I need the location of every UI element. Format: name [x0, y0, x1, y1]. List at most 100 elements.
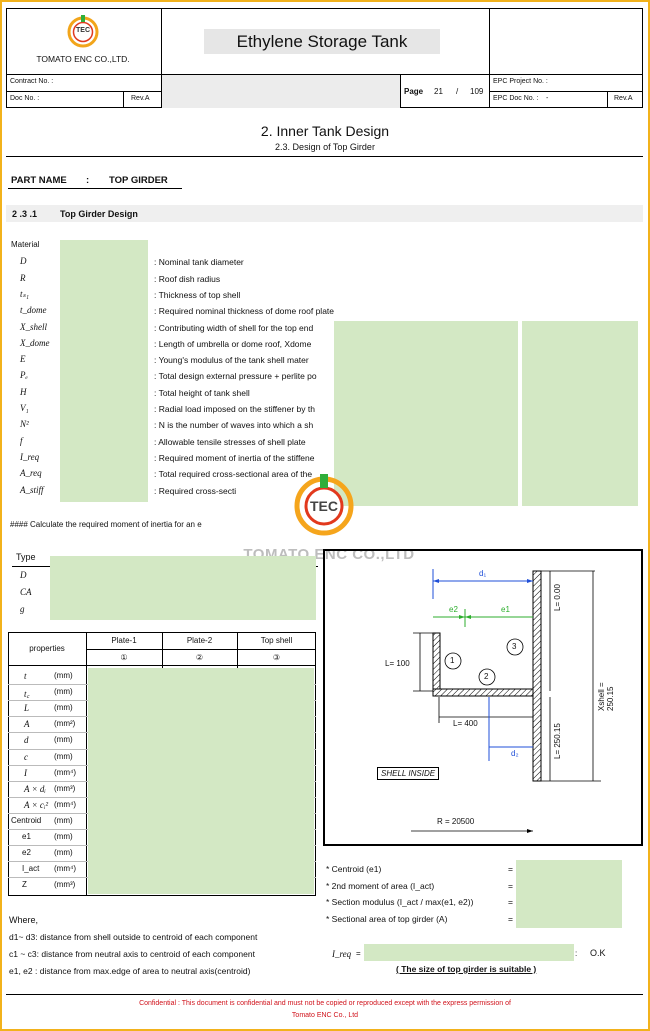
page-separator: / [456, 87, 459, 96]
table-row: d(mm) [8, 732, 316, 748]
param-symbol: tₛ₁ [20, 288, 29, 299]
shell-inside-label: SHELL INSIDE [377, 767, 440, 780]
type-values-mask [50, 556, 316, 620]
param-symbol: Material [11, 240, 40, 249]
table-row: A(mm²) [8, 716, 316, 732]
epc-rev-label: Rev.A [614, 95, 633, 102]
contract-no-label: Contract No. : [10, 78, 54, 85]
param-description: : Nominal tank diameter [154, 257, 244, 268]
ireq-colon: : [575, 949, 578, 958]
property-unit: (mm) [54, 703, 73, 713]
type-row-label: CA [20, 587, 32, 597]
results-values-mask [516, 860, 622, 928]
girder-verdict: ( The size of top girder is suitable ) [396, 964, 537, 974]
table-row: Z(mm³) [8, 877, 316, 893]
property-unit: (mm) [54, 671, 73, 680]
property-symbol: Centroid [11, 815, 42, 825]
param-formula-mask [334, 321, 518, 506]
where-line-3: e1, e2 : distance from max.edge of area … [9, 966, 251, 976]
dim-e2: e2 [449, 605, 458, 614]
type-row-label: g [20, 604, 25, 614]
table-row: L(mm) [8, 700, 316, 716]
property-unit: (mm³) [54, 783, 76, 793]
plate-1-header: Plate-1 [111, 636, 137, 645]
property-unit: (mm) [54, 751, 73, 761]
property-symbol: e1 [22, 832, 31, 841]
type-label: Type [16, 552, 36, 562]
property-symbol: t [24, 671, 27, 681]
property-unit: (mm) [54, 735, 73, 745]
subsection-bar [6, 205, 643, 222]
properties-values-mask [88, 668, 314, 894]
param-symbol: E [20, 354, 26, 365]
property-symbol: A × dᵢ [24, 783, 46, 794]
result-label: * Sectional area of top girder (A) [326, 913, 448, 924]
ireq-status: O.K [590, 948, 606, 958]
property-symbol: Z [22, 880, 27, 890]
logo-text: TEC [76, 27, 90, 34]
top-girder-diagram: d₁ e2 e1 L= 0.00 Xshell = 250.15 L= 100 … [323, 549, 643, 846]
property-symbol: e2 [22, 848, 31, 858]
param-description: : Total design external pressure + perli… [154, 371, 317, 382]
doc-rev-label: Rev.A [131, 95, 150, 102]
watermark-logo: TEC [292, 472, 356, 536]
param-description: : Thickness of top shell [154, 289, 241, 300]
result-equals: = [508, 897, 513, 907]
component-1: 1 [450, 656, 455, 665]
result-equals: = [508, 880, 513, 891]
page-total: 109 [470, 87, 484, 96]
footer-confidential: Confidential : This document is confiden… [139, 1000, 511, 1007]
property-symbol: I [24, 767, 27, 778]
properties-header: properties [29, 644, 65, 653]
param-description: : Required cross-secti [154, 485, 237, 496]
param-symbol: H [20, 386, 27, 397]
top-shell-marker: ③ [272, 653, 281, 662]
plate-2-header: Plate-2 [186, 636, 213, 645]
param-description: : Total required cross-sectional area of… [154, 469, 313, 480]
property-symbol: t꜀ [24, 689, 30, 700]
ireq-label: I_req [332, 949, 352, 959]
part-name-label: PART NAME [11, 175, 67, 186]
calc-note: #### Calculate the required moment of in… [10, 520, 202, 529]
section-subtitle: 2.3. Design of Top Girder [275, 142, 375, 152]
param-description: : Roof dish radius [154, 273, 221, 284]
dim-l-zero: L= 0.00 [553, 584, 562, 611]
where-line-1: d1~ d3: distance from shell outside to c… [9, 932, 258, 942]
company-logo: TEC [66, 14, 100, 48]
property-unit: (mm) [54, 687, 73, 697]
table-row: A × cᵢ²(mm⁴) [8, 797, 316, 813]
param-description: : Contributing width of shell for the to… [154, 322, 314, 333]
table-row: t꜀ (mm) [8, 684, 316, 700]
table-row: A × dᵢ (mm³) [8, 781, 316, 797]
result-equals: = [508, 913, 513, 924]
param-symbol: V₁ [20, 403, 29, 413]
result-label: * 2nd moment of area (I_act) [326, 880, 435, 891]
dim-l100: L= 100 [385, 659, 410, 668]
param-symbol: A_req [20, 468, 42, 479]
result-label: * Centroid (e1) [326, 864, 382, 874]
epc-project-label: EPC Project No. : [493, 78, 548, 85]
top-shell-header: Top shell [260, 636, 293, 645]
part-name-separator: : [86, 175, 90, 186]
param-reference-mask [522, 321, 638, 506]
property-unit: (mm²) [54, 719, 76, 729]
plate-1-marker: ① [120, 653, 128, 662]
param-symbol: D [20, 256, 27, 267]
param-symbol: N² [20, 419, 29, 430]
epc-doc-label: EPC Doc No. : [493, 95, 539, 102]
dim-radius: R = 20500 [437, 817, 475, 826]
table-row: e1(mm) [8, 829, 316, 845]
property-unit: (mm⁴) [54, 864, 77, 874]
company-name: TOMATO ENC CO.,LTD. [36, 54, 130, 64]
page-label: Page [404, 87, 424, 96]
table-row: I(mm⁴) [8, 765, 316, 781]
doc-no-label: Doc No. : [10, 95, 40, 102]
dim-l250: L= 250.15 [553, 723, 562, 759]
page-current: 21 [434, 87, 443, 96]
type-row-label: D [20, 570, 27, 580]
section-title: 2. Inner Tank Design [260, 123, 390, 139]
param-description: : Length of umbrella or dome roof, Xdome [154, 338, 312, 349]
table-row: Centroid(mm) [8, 813, 316, 829]
param-symbol: X_shell [20, 321, 47, 332]
